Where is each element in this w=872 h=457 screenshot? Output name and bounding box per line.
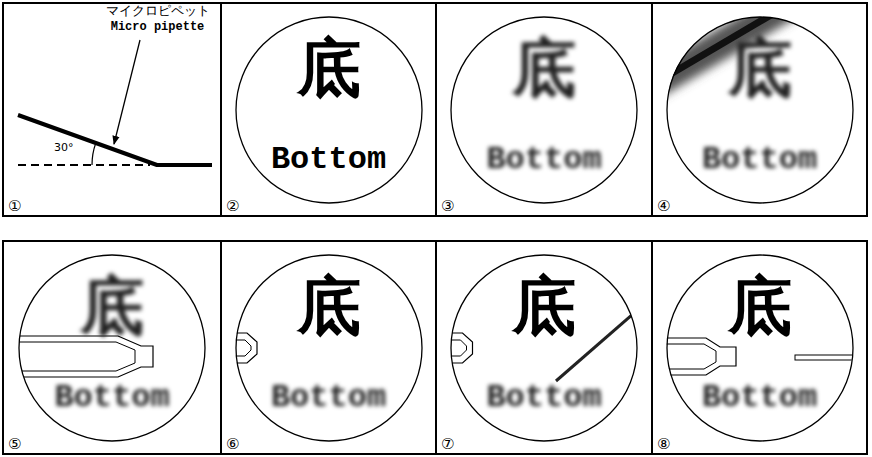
circle-outline [19,255,205,441]
circle-outline [236,17,422,203]
leader-line [114,40,140,144]
pipette-tip [664,338,860,375]
word-text: Bottom [235,144,423,176]
circle-outline [451,17,637,203]
word-text: Bottom [666,144,854,176]
view-circle: 底 Bottom [450,16,638,204]
baseline [18,164,150,166]
step-number: ⑧ [657,436,670,453]
circle-outline [667,255,853,441]
step-number: ⑥ [226,436,239,453]
angle-label: 30° [54,142,74,154]
word-text: Bottom [235,382,423,414]
step-panel: ⑦ 底 Bottom [435,240,653,455]
step-panel: ② 底 Bottom [220,2,437,217]
step-panel: ④ 底 Bottom [651,2,868,217]
step-number: ④ [657,198,670,215]
step-panel: ③ 底 Bottom [435,2,653,217]
kanji-text: 底 [666,274,854,338]
step-panel: ① [2,2,222,217]
kanji-text: 底 [450,36,638,100]
part-label: マイクロピペット [95,4,220,18]
step-number: ② [226,198,239,215]
view-circle: 底 Bottom [450,254,638,442]
word-text: Bottom [18,382,206,414]
step-number: ③ [441,198,454,215]
step-number: ① [8,198,21,215]
step-panel: ⑥ 底 Bottom [220,240,437,455]
view-circle: 底 Bottom [18,254,206,442]
circle-outline [451,255,637,441]
circle-outline [236,255,422,441]
kanji-text: 底 [235,274,423,338]
word-text: Bottom [450,144,638,176]
view-circle: 底 Bottom [666,16,854,204]
step-number: ⑦ [441,436,454,453]
view-circle: 底 Bottom [666,254,854,442]
step-number: ⑤ [8,436,21,453]
kanji-text: 底 [450,274,638,338]
step-panel: ⑧ 底 Bottom [651,240,868,455]
pipette-tip [17,336,153,377]
kanji-text: 底 [235,36,423,100]
angle-arc [92,143,96,165]
circle-outline [667,17,853,203]
word-text: Bottom [666,382,854,414]
kanji-text: 底 [666,36,854,100]
step-panel: ⑤ 底 Bottom [2,240,222,455]
word-text: Bottom [450,382,638,414]
needle [795,355,860,360]
view-circle: 底 Bottom [235,254,423,442]
view-circle: 底 Bottom [235,16,423,204]
kanji-text: 底 [18,274,206,338]
part-label: Micro pipette [95,21,220,34]
